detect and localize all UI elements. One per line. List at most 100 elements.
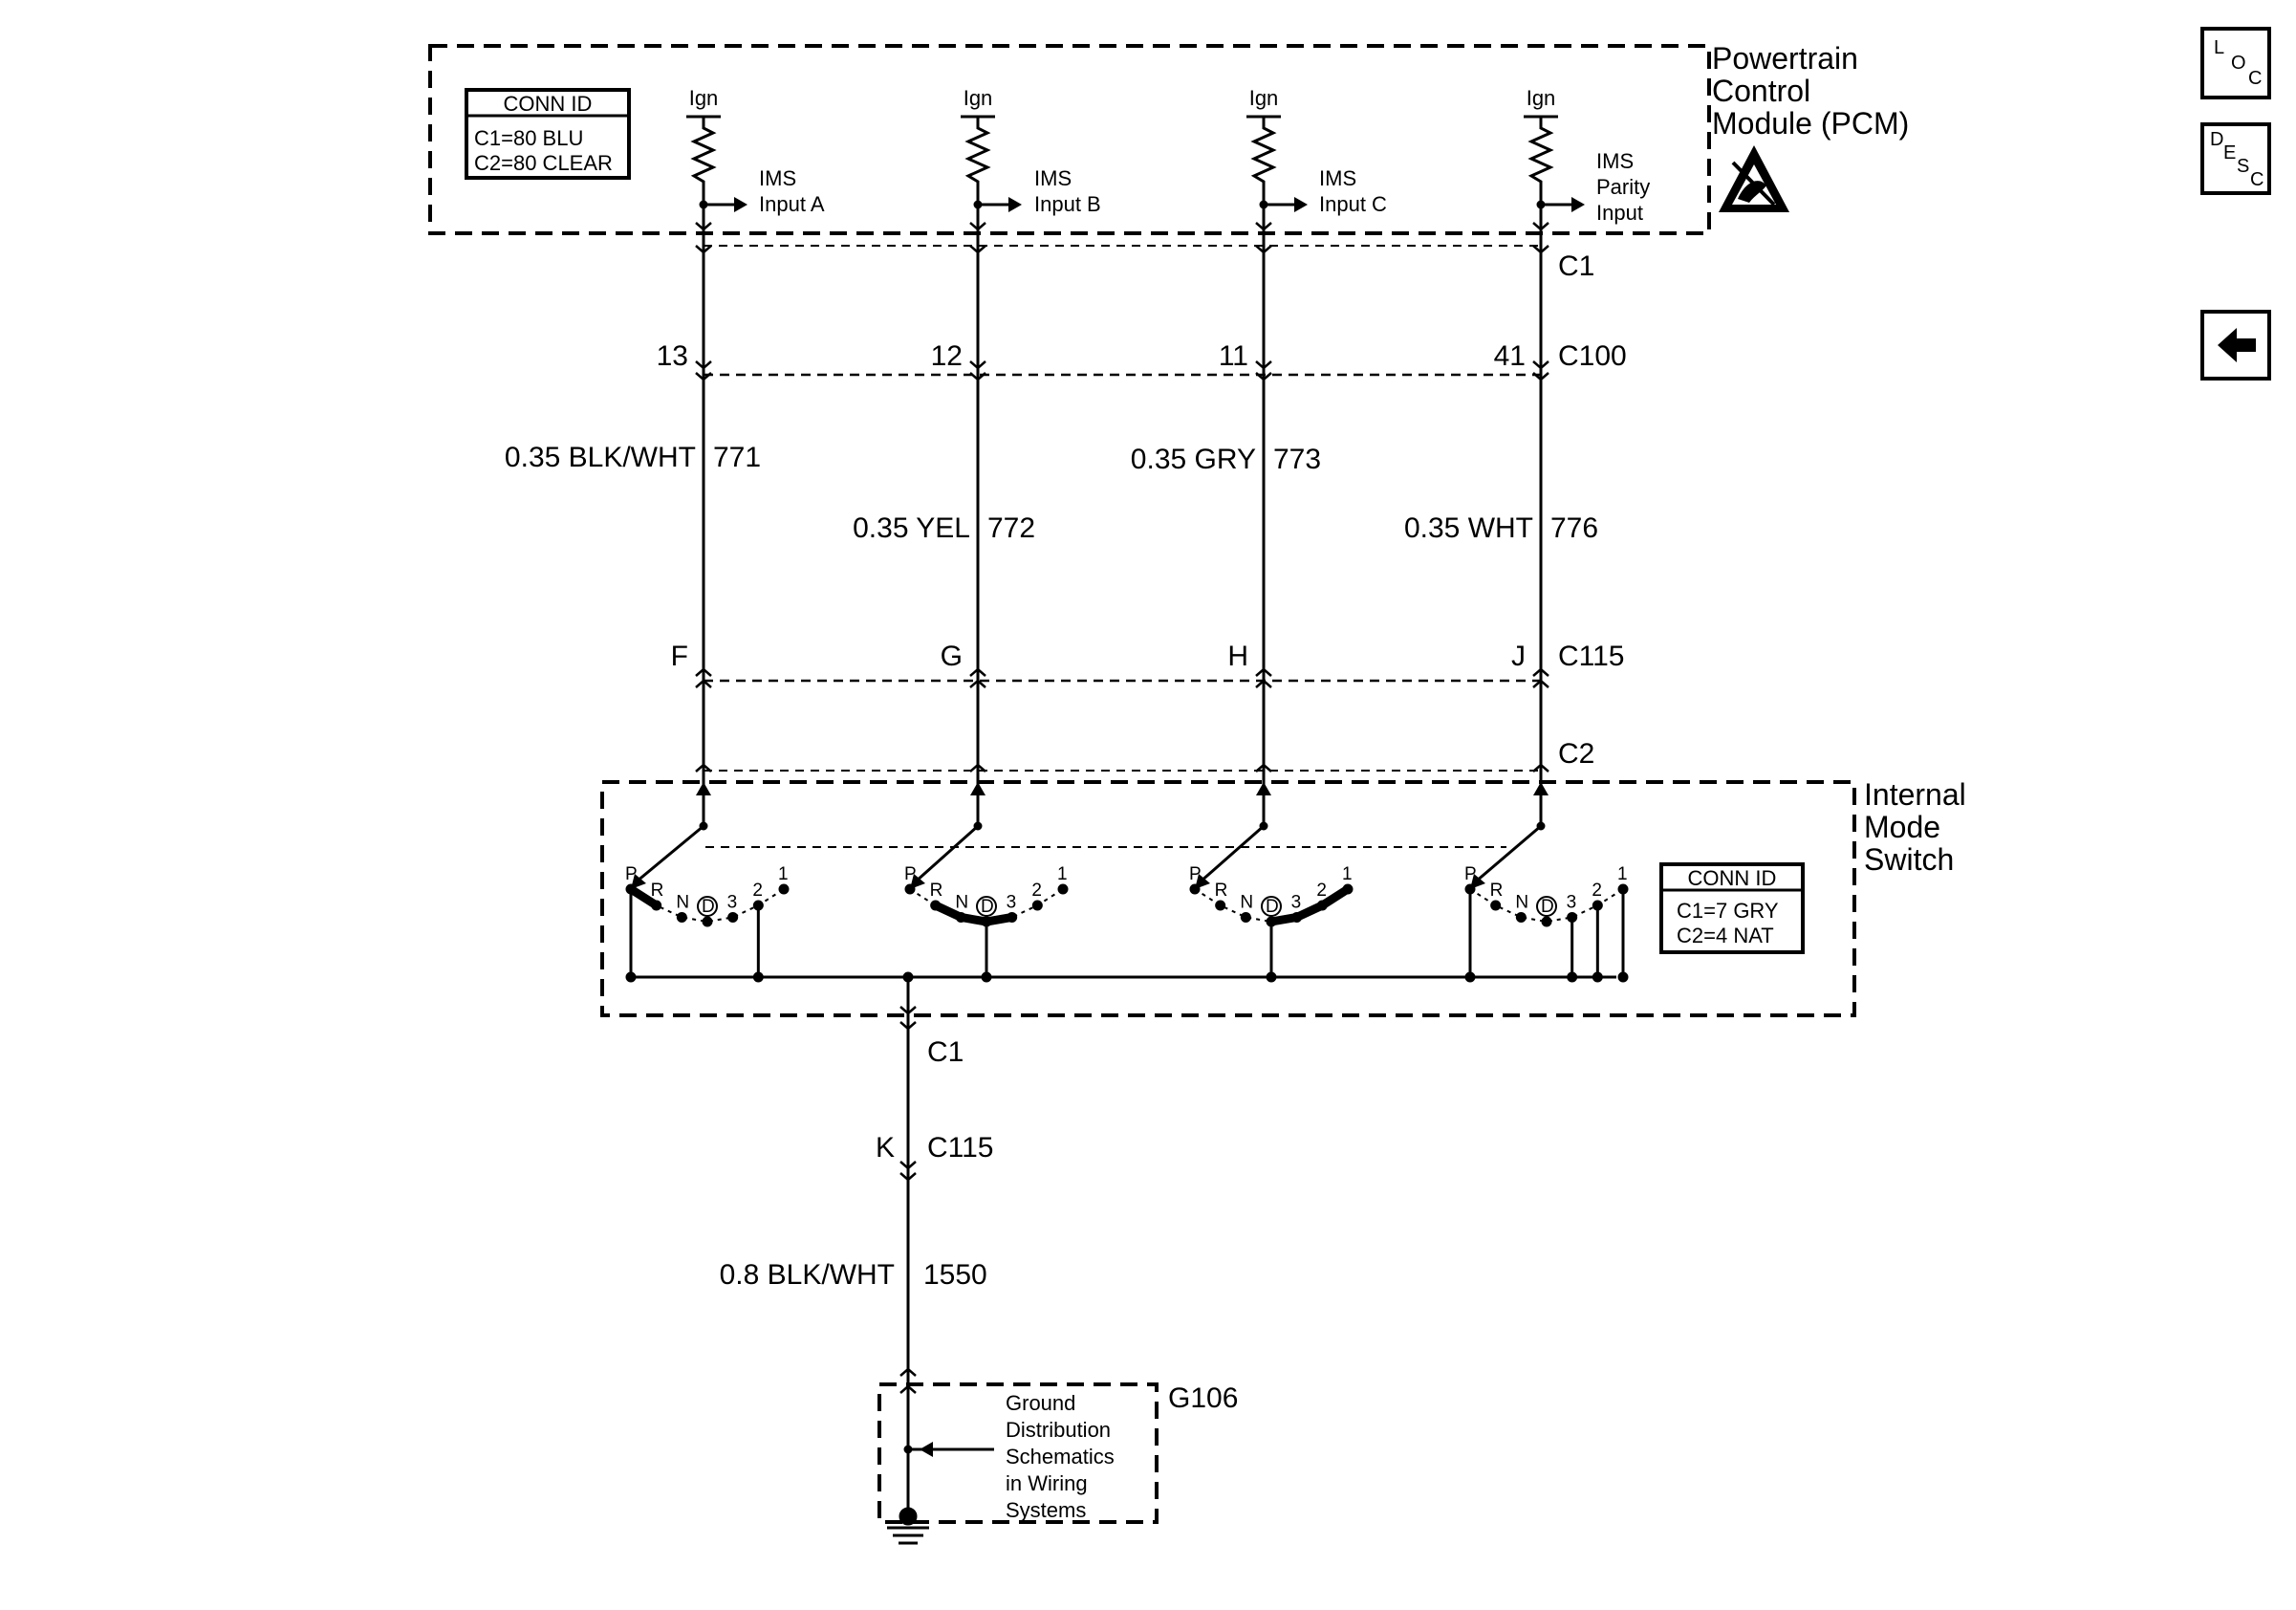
switch-bank-closed-2: [931, 901, 1017, 926]
wire-color-2: 0.35 YEL: [853, 512, 970, 544]
drive-position-circle-3: [1261, 896, 1282, 917]
switch-contact-1-5: [727, 911, 739, 923]
switch-wiper-3: [1200, 824, 1265, 883]
switch-position-label-2-3: N: [955, 892, 968, 912]
switch-position-label-1-3: N: [676, 892, 689, 912]
c115-pin-label-4: J: [1511, 641, 1526, 672]
connector-c115-bottom: C115: [927, 1132, 994, 1164]
pcm-c1-chevron-3: [1255, 222, 1272, 231]
back-button[interactable]: [2200, 310, 2271, 381]
switch-position-label-2-5: 3: [1007, 892, 1017, 912]
desc-letter-d: D: [2210, 129, 2224, 150]
ign-label-4: Ign: [1527, 86, 1556, 110]
ims-node-1: [699, 200, 708, 209]
ground-chevron-5: [899, 1367, 917, 1377]
pcm-boundary: [428, 44, 1711, 235]
switch-contact-2-5: [1007, 911, 1018, 923]
ign-label-1: Ign: [689, 86, 719, 110]
c2-pin-1: [695, 763, 712, 772]
c2-pin-3: [1255, 763, 1272, 772]
connector-c1-top: C1: [1558, 250, 1594, 282]
ims-input-label-4-2: Parity: [1596, 175, 1650, 199]
switch-position-label-4-3: N: [1515, 892, 1528, 912]
wire-color-1: 0.35 BLK/WHT: [505, 442, 696, 473]
switch-bank-closed-3: [1267, 884, 1353, 926]
c115-pin-label-1: F: [671, 641, 688, 672]
switch-position-label-3-3: N: [1240, 892, 1253, 912]
c1-top-pin-3: [1255, 245, 1272, 254]
desc-button[interactable]: D E S C: [2200, 122, 2271, 195]
ign-label-3: Ign: [1249, 86, 1279, 110]
c100-pin-label-1: 13: [657, 340, 688, 372]
switch-position-label-4-7: 1: [1617, 864, 1628, 884]
ground-note-line-4: in Wiring: [1006, 1471, 1088, 1495]
switch-wiper-4: [1475, 824, 1542, 883]
switch-wiper-2: [915, 824, 979, 883]
switch-bus-node-4-3: [1592, 971, 1603, 983]
c2-pin-2: [969, 763, 986, 772]
switch-position-label-1-2: R: [651, 881, 664, 901]
ims-arrow-head-4: [1571, 197, 1585, 212]
switch-position-label-3-7: 1: [1342, 864, 1353, 884]
desc-letter-s: S: [2237, 156, 2250, 177]
ground-chevron-1: [899, 1006, 917, 1015]
connector-c2: C2: [1558, 738, 1594, 770]
ground-note-line-2: Distribution: [1006, 1418, 1111, 1442]
switch-position-label-2-4: D: [981, 897, 994, 917]
switch-title-line-1: Internal: [1864, 777, 1966, 812]
left-arrow-icon: [2218, 328, 2256, 362]
switch-position-label-3-4: D: [1266, 897, 1279, 917]
c1-top-pin-1: [695, 245, 712, 254]
ims-node-2: [973, 200, 983, 209]
ground-id: G106: [1168, 1382, 1238, 1414]
switch-contact-3-3: [1240, 911, 1251, 923]
switch-wiper-head-4: [1470, 874, 1485, 889]
switch-position-label-2-1: P: [904, 864, 917, 884]
switch-contact-3-6: [1316, 900, 1328, 911]
c115-pin-top-2: [969, 667, 986, 677]
switch-contact-3-7: [1342, 883, 1354, 895]
c100-pin-label-2: 12: [931, 340, 963, 372]
ground-chevron-3: [899, 1161, 917, 1170]
switch-bus-node-3-1: [1266, 971, 1277, 983]
ground-note-node: [903, 1445, 913, 1454]
ground-chevron-6: [899, 1384, 917, 1394]
loc-button[interactable]: L O C: [2200, 27, 2271, 99]
pull-up-resistor-3: [1250, 117, 1277, 233]
c2-pin-4: [1532, 763, 1549, 772]
ims-input-label-3-2: Input C: [1319, 192, 1387, 216]
pcm-conn-id-box: [465, 88, 631, 180]
switch-conn-id-header: CONN ID: [1688, 866, 1777, 890]
ims-input-label-4-1: IMS: [1596, 149, 1634, 173]
drive-position-circle-2: [976, 896, 997, 917]
switch-position-label-3-2: R: [1215, 881, 1228, 901]
switch-bus-node-4-1: [1464, 971, 1476, 983]
c115-pin-bottom-3: [1255, 679, 1272, 688]
pcm-title-line-2: Control: [1712, 74, 1810, 108]
pcm-conn-id-row-2: C2=80 CLEAR: [474, 151, 613, 175]
c115-pin-top-4: [1532, 667, 1549, 677]
switch-wiper-head-3: [1195, 874, 1210, 889]
switch-contact-1-2: [651, 900, 662, 911]
ground-chevron-2: [899, 1021, 917, 1031]
switch-position-label-2-6: 2: [1031, 881, 1042, 901]
c115-pin-bottom-2: [969, 679, 986, 688]
drive-position-circle-1: [697, 896, 718, 917]
c115-pin-top-3: [1255, 667, 1272, 677]
loc-letter-l: L: [2214, 37, 2225, 58]
c100-pin-bottom-1: [695, 372, 712, 381]
switch-position-label-2-2: R: [930, 881, 943, 901]
pcm-title-line-1: Powertrain: [1712, 41, 1858, 76]
c1-top-pin-4: [1532, 245, 1549, 254]
switch-contact-1-7: [778, 883, 790, 895]
switch-contact-1-3: [676, 911, 687, 923]
c115-pin-top-1: [695, 667, 712, 677]
desc-letter-e: E: [2223, 142, 2237, 163]
switch-conn-id-box: [1659, 862, 1805, 954]
switch-position-label-3-5: 3: [1291, 892, 1302, 912]
ground-note-arrow: [920, 1442, 933, 1457]
drive-position-circle-4: [1536, 896, 1557, 917]
ground-wire-circuit: 1550: [923, 1259, 987, 1291]
ims-node-3: [1259, 200, 1268, 209]
